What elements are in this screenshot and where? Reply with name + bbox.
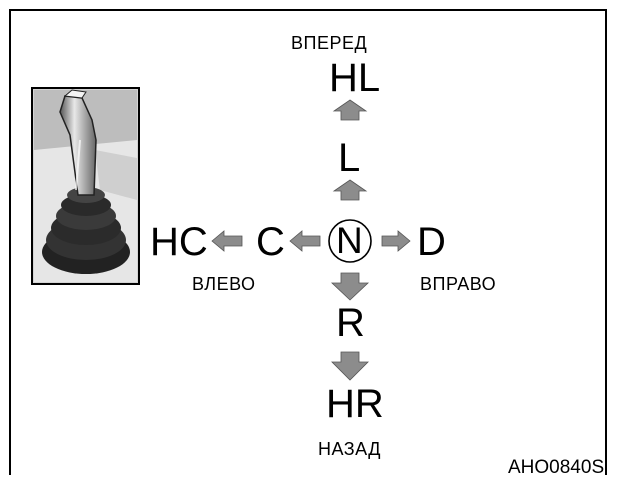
arrow-up-to-hl [332,99,368,121]
position-d-label: D [417,220,446,264]
direction-forward-label: ВПЕРЕД [291,33,368,53]
arrow-left-to-c [289,230,321,252]
position-l-label: L [338,136,361,180]
position-r-label: R [336,301,365,345]
position-n-label: N [336,220,363,261]
arrow-down-to-r [330,272,370,301]
position-hc-label: HC [150,220,208,264]
arrow-down-to-hr [331,351,369,381]
arrow-right-to-d [381,230,411,252]
position-hl-label: HL [329,56,381,100]
position-c-label: C [256,220,285,264]
joystick-photo-icon [31,87,140,285]
figure-frame [9,9,607,475]
neutral-circle [328,219,372,263]
arrow-up-to-l [332,179,368,201]
direction-left-label: ВЛЕВО [192,274,256,294]
direction-right-label: ВПРАВО [420,274,497,294]
position-hr-label: HR [326,382,384,426]
direction-back-label: НАЗАД [318,439,381,459]
arrow-left-to-hc [211,230,243,252]
figure-code: AHO0840S [508,457,605,478]
